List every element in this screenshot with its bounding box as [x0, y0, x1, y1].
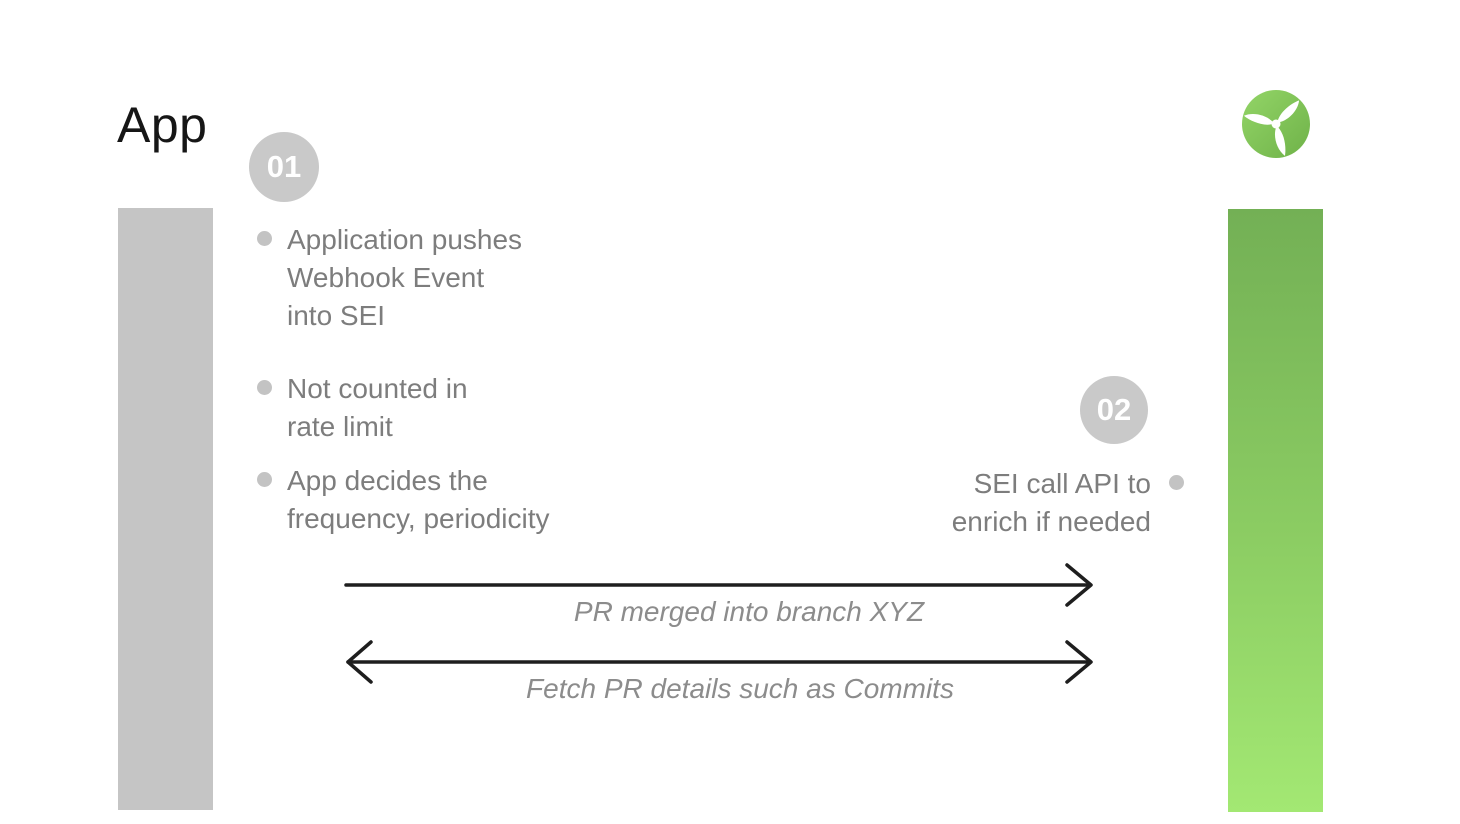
- bullet-dot-icon: [257, 380, 272, 395]
- step-1-badge: 01: [249, 132, 319, 202]
- app-lane-bar: [118, 208, 213, 810]
- list-item: Not counted in rate limit: [257, 370, 468, 446]
- bullet-text: Application pushes Webhook Event into SE…: [287, 224, 523, 331]
- sei-lane-bar: [1228, 209, 1323, 812]
- bullet-dot-icon: [257, 231, 272, 246]
- bullet-dot-icon: [257, 472, 272, 487]
- bullet-text: Not counted in rate limit: [287, 373, 468, 442]
- bullet-text: App decides the frequency, periodicity: [287, 465, 550, 534]
- list-item: SEI call API to enrich if needed: [952, 465, 1184, 541]
- bullet-text: SEI call API to enrich if needed: [951, 468, 1151, 537]
- forward-arrow: [344, 563, 1093, 607]
- return-arrow: [346, 640, 1093, 684]
- list-item: Application pushes Webhook Event into SE…: [257, 221, 522, 335]
- page-title: App: [117, 97, 208, 153]
- bullet-dot-icon: [1169, 475, 1184, 490]
- return-arrow-label: Fetch PR details such as Commits: [526, 673, 954, 704]
- forward-arrow-label: PR merged into branch XYZ: [573, 596, 925, 627]
- propeller-logo-icon: [1242, 90, 1310, 158]
- list-item: App decides the frequency, periodicity: [257, 462, 550, 538]
- step-2-badge: 02: [1080, 376, 1148, 444]
